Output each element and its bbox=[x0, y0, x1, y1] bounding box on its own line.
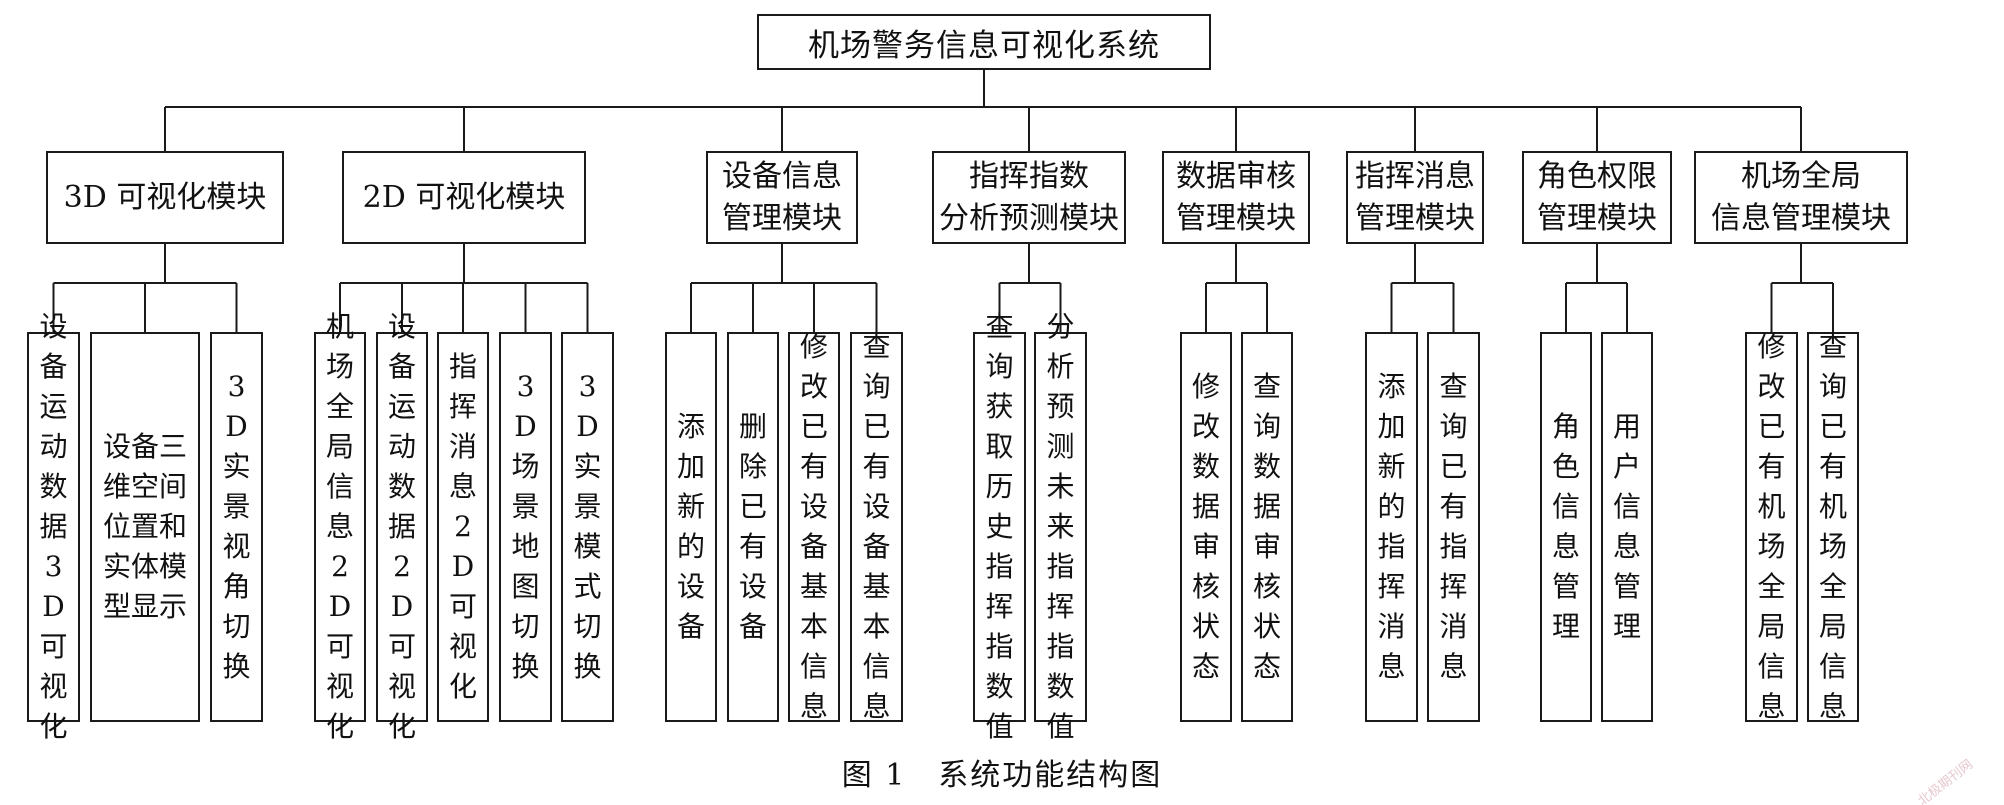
module-box: 2D 可视化模块 bbox=[342, 151, 586, 244]
function-box: 查询已有指挥消息 bbox=[1427, 332, 1480, 722]
function-label: 查询已有机场全局信息 bbox=[1818, 330, 1847, 723]
function-box: 用户信息管理 bbox=[1601, 332, 1653, 722]
function-box: 查询已有设备基本信息 bbox=[850, 330, 903, 723]
function-label: 添加新的指挥消息 bbox=[1377, 370, 1406, 683]
root-label: 机场警务信息可视化系统 bbox=[808, 27, 1160, 64]
function-label: 添加新的设备 bbox=[676, 410, 705, 643]
function-label: 查询已有设备基本信息 bbox=[862, 330, 891, 723]
function-box: 3D实景模式切换 bbox=[561, 332, 614, 722]
function-label: 删除已有设备 bbox=[738, 410, 767, 643]
function-label: 修改已有机场全局信息 bbox=[1757, 330, 1786, 723]
figure-caption: 图 1 系统功能结构图 bbox=[841, 758, 1163, 793]
function-label: 3D实景视角切换 bbox=[222, 370, 251, 683]
function-box: 查询已有机场全局信息 bbox=[1807, 330, 1859, 723]
function-box: 删除已有设备 bbox=[727, 332, 779, 722]
function-label: 分析预测未来指挥指数值 bbox=[1046, 310, 1075, 743]
function-label: 设备运动数据3D可视化 bbox=[39, 310, 68, 743]
function-label: 查询获取历史指挥指数值 bbox=[985, 310, 1014, 743]
function-box: 角色信息管理 bbox=[1540, 332, 1592, 722]
function-box: 添加新的设备 bbox=[665, 332, 717, 722]
module-box: 机场全局 信息管理模块 bbox=[1694, 151, 1908, 244]
function-box: 机场全局信息2D可视化 bbox=[314, 310, 366, 743]
function-box: 添加新的指挥消息 bbox=[1365, 332, 1418, 722]
function-box: 3D场景地图切换 bbox=[499, 332, 552, 722]
function-label: 查询已有指挥消息 bbox=[1439, 370, 1468, 683]
module-box: 指挥消息 管理模块 bbox=[1346, 151, 1484, 244]
module-box: 设备信息 管理模块 bbox=[706, 151, 858, 244]
function-box: 设备运动数据3D可视化 bbox=[27, 310, 80, 743]
function-label: 设备运动数据2D可视化 bbox=[387, 310, 416, 743]
function-label: 3D场景地图切换 bbox=[511, 370, 540, 683]
function-label: 3D实景模式切换 bbox=[573, 370, 602, 683]
module-label: 指挥指数 分析预测模块 bbox=[939, 158, 1119, 236]
function-label: 修改已有设备基本信息 bbox=[799, 330, 828, 723]
function-box: 分析预测未来指挥指数值 bbox=[1034, 310, 1087, 743]
function-box: 设备运动数据2D可视化 bbox=[376, 310, 428, 743]
root-node: 机场警务信息可视化系统 bbox=[757, 14, 1211, 70]
module-label: 指挥消息 管理模块 bbox=[1355, 158, 1475, 236]
function-box: 3D实景视角切换 bbox=[210, 332, 263, 722]
module-label: 机场全局 信息管理模块 bbox=[1711, 158, 1891, 236]
function-box: 修改已有设备基本信息 bbox=[788, 330, 840, 723]
function-box: 修改已有机场全局信息 bbox=[1745, 330, 1798, 723]
module-box: 指挥指数 分析预测模块 bbox=[932, 151, 1126, 244]
function-label: 设备三维空间位置和实体模型显示 bbox=[102, 430, 187, 623]
function-box: 查询获取历史指挥指数值 bbox=[973, 310, 1026, 743]
module-box: 3D 可视化模块 bbox=[46, 151, 284, 244]
function-label: 查询数据审核状态 bbox=[1252, 370, 1281, 683]
function-box: 指挥消息2D可视化 bbox=[437, 332, 489, 722]
module-box: 数据审核 管理模块 bbox=[1162, 151, 1310, 244]
module-label: 设备信息 管理模块 bbox=[722, 158, 842, 236]
module-label: 3D 可视化模块 bbox=[63, 179, 267, 215]
function-box: 设备三维空间位置和实体模型显示 bbox=[90, 332, 200, 722]
module-label: 角色权限 管理模块 bbox=[1537, 158, 1657, 236]
function-label: 用户信息管理 bbox=[1612, 410, 1641, 643]
function-label: 机场全局信息2D可视化 bbox=[325, 310, 354, 743]
module-box: 角色权限 管理模块 bbox=[1522, 151, 1672, 244]
function-box: 修改数据审核状态 bbox=[1180, 332, 1232, 722]
function-label: 角色信息管理 bbox=[1551, 410, 1580, 643]
function-label: 修改数据审核状态 bbox=[1191, 370, 1220, 683]
module-label: 2D 可视化模块 bbox=[362, 179, 566, 215]
module-label: 数据审核 管理模块 bbox=[1176, 158, 1296, 236]
function-label: 指挥消息2D可视化 bbox=[448, 350, 477, 703]
function-box: 查询数据审核状态 bbox=[1241, 332, 1293, 722]
